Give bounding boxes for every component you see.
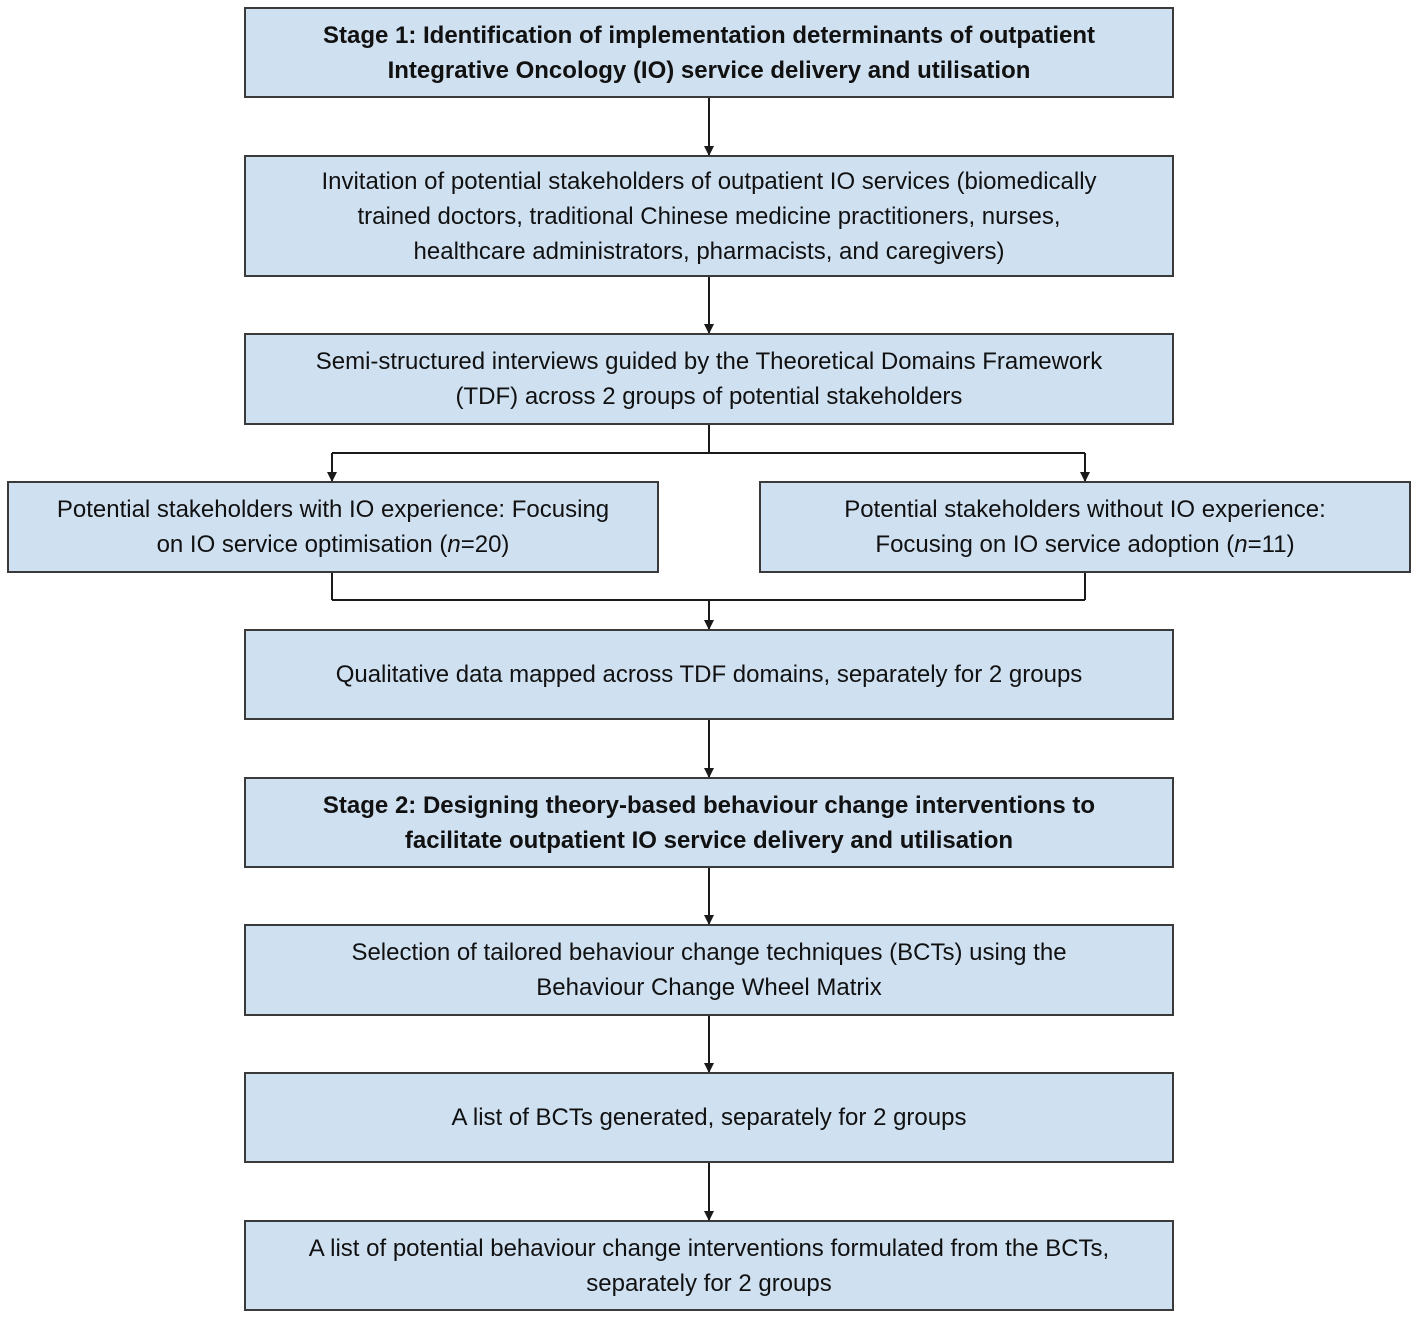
without-experience-n-value: =11) [1247,531,1295,558]
interviews-line-2: (TDF) across 2 groups of potential stake… [455,383,963,410]
invitation-line-1: Invitation of potential stakeholders of … [321,167,1097,195]
interventions-box: A list of potential behaviour change int… [244,1220,1174,1311]
interviews-box: Semi-structured interviews guided by the… [244,333,1174,425]
bct-list-line-1: A list of BCTs generated, separately for… [451,1104,967,1131]
with-experience-box: Potential stakeholders with IO experienc… [7,481,659,573]
without-experience-prefix: Focusing on IO service adoption ( [875,531,1235,558]
stage2-box: Stage 2: Designing theory-based behaviou… [244,777,1174,868]
interventions-line-2: separately for 2 groups [586,1269,832,1297]
selection-line-2: Behaviour Change Wheel Matrix [536,974,882,1001]
with-experience-n-value: =20) [460,531,510,558]
stage2-line-2: facilitate outpatient IO service deliver… [404,826,1014,854]
stage1-box: Stage 1: Identification of implementatio… [244,7,1174,98]
bct-list-box: A list of BCTs generated, separately for… [244,1072,1174,1163]
selection-line-1: Selection of tailored behaviour change t… [351,939,1067,966]
without-experience-line-1: Potential stakeholders without IO experi… [844,496,1326,523]
without-experience-box: Potential stakeholders without IO experi… [759,481,1411,573]
mapped-box: Qualitative data mapped across TDF domai… [244,629,1174,720]
without-experience-n-symbol: n [1234,531,1248,558]
mapped-line-1: Qualitative data mapped across TDF domai… [335,661,1083,688]
without-experience-line-2: Focusing on IO service adoption (n=11) [844,527,1326,562]
invitation-line-3: healthcare administrators, pharmacists, … [413,237,1005,265]
interviews-line-1: Semi-structured interviews guided by the… [315,348,1103,375]
stage1-line-1: Stage 1: Identification of implementatio… [322,21,1096,49]
with-experience-line-2: on IO service optimisation (n=20) [57,527,609,562]
invitation-line-2: trained doctors, traditional Chinese med… [357,202,1061,230]
invitation-box: Invitation of potential stakeholders of … [244,155,1174,277]
interventions-line-1: A list of potential behaviour change int… [308,1234,1110,1262]
with-experience-prefix: on IO service optimisation ( [156,531,448,558]
stage2-line-1: Stage 2: Designing theory-based behaviou… [322,791,1096,819]
stage1-line-2: Integrative Oncology (IO) service delive… [387,56,1031,84]
selection-box: Selection of tailored behaviour change t… [244,924,1174,1016]
with-experience-n-symbol: n [447,531,461,558]
with-experience-line-1: Potential stakeholders with IO experienc… [56,496,610,523]
